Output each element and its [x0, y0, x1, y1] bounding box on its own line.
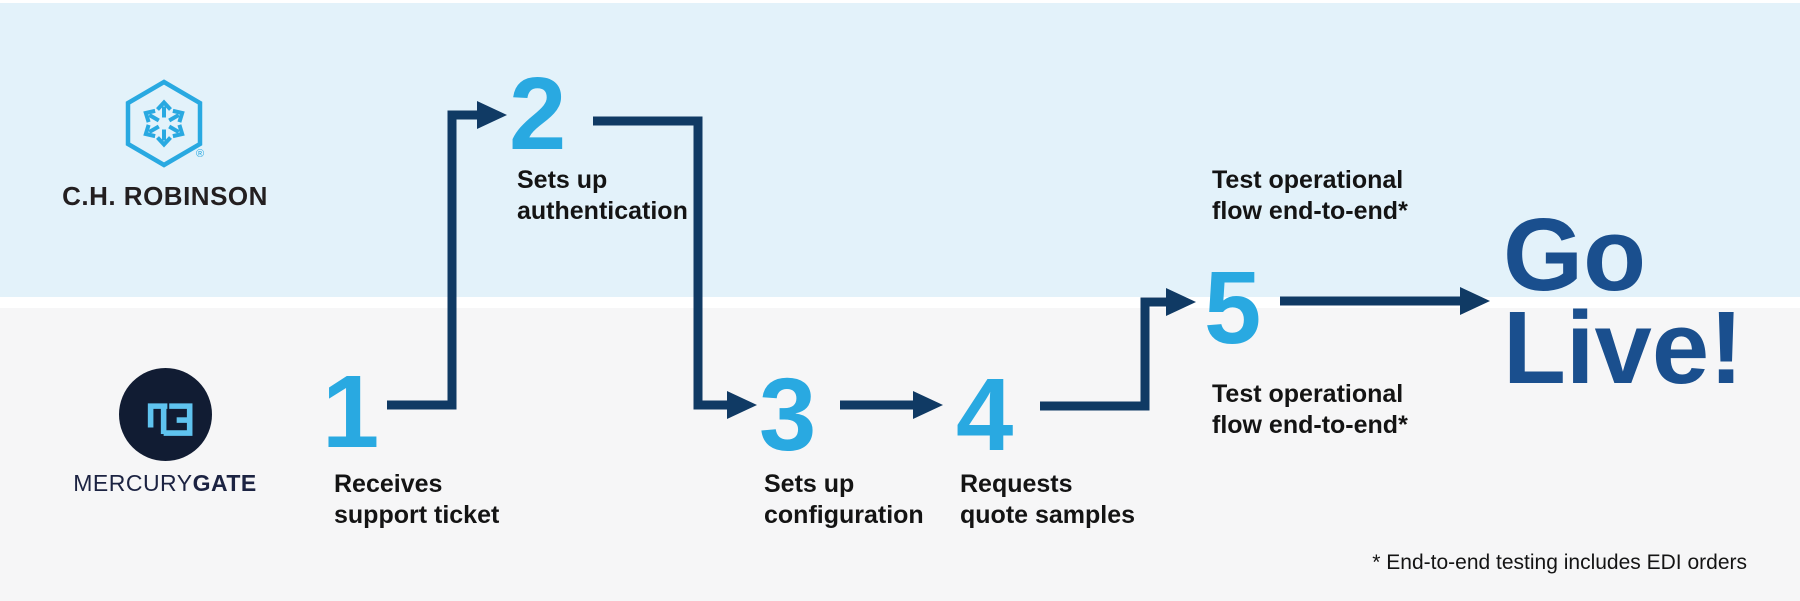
- step-5-label-below-line1: Test operational: [1212, 380, 1404, 408]
- step-5-label-above-line2: flow end-to-end*: [1212, 197, 1408, 225]
- ch-robinson-logo-icon: [125, 79, 203, 168]
- mercurygate-logo-icon: [119, 368, 212, 461]
- step-1-label: Receives support ticket: [334, 469, 499, 531]
- step-1-label-line2: support ticket: [334, 501, 500, 529]
- mercurygate-wordmark-mercury: MERCURY: [73, 470, 193, 496]
- step-1-number: 1: [322, 354, 380, 469]
- lane-divider: [0, 297, 1800, 308]
- footnote: * End-to-end testing includes EDI orders: [1372, 551, 1747, 574]
- step-4-label-line2: quote samples: [960, 501, 1136, 529]
- top-lane-background: [0, 0, 1800, 297]
- mg-monogram-icon: [147, 403, 193, 436]
- step-4-number: 4: [956, 357, 1014, 472]
- registered-trademark-symbol: ®: [196, 148, 205, 160]
- go-live-title: Go Live!: [1503, 197, 1744, 405]
- step-5-label-above-line1: Test operational: [1212, 166, 1404, 194]
- mercurygate-wordmark: MERCURYGATE: [40, 472, 290, 495]
- top-edge-strip: [0, 0, 1800, 3]
- hexagon-outline: [125, 79, 203, 168]
- go-live-line1: Go: [1503, 197, 1647, 312]
- step-5-label-below: Test operational flow end-to-end*: [1212, 379, 1408, 441]
- step-1-label-line1: Receives: [334, 470, 443, 498]
- step-4-label-line1: Requests: [960, 470, 1073, 498]
- connector-1-to-2: [387, 101, 507, 410]
- step-5-number: 5: [1204, 250, 1262, 365]
- ch-robinson-wordmark: C.H. ROBINSON: [62, 181, 268, 211]
- step-5-label-below-line2: flow end-to-end*: [1212, 411, 1408, 439]
- connector-2-to-3: [593, 116, 757, 419]
- step-3-label: Sets up configuration: [764, 469, 924, 531]
- step-2-number: 2: [509, 56, 567, 171]
- step-2-label-line2: authentication: [517, 197, 688, 225]
- connector-4-to-5: [1040, 288, 1196, 411]
- step-5-label-above: Test operational flow end-to-end*: [1212, 165, 1408, 227]
- connector-5-to-golive: [1280, 287, 1490, 315]
- step-2-label: Sets up authentication: [517, 165, 688, 227]
- step-3-label-line2: configuration: [764, 501, 924, 529]
- connector-3-to-4: [840, 391, 943, 419]
- step-2-label-line1: Sets up: [517, 166, 608, 194]
- mercurygate-wordmark-gate: GATE: [192, 470, 257, 496]
- bottom-lane-background: [0, 308, 1800, 601]
- step-3-number: 3: [759, 357, 817, 472]
- radiating-arrows-icon: [143, 99, 185, 148]
- step-4-label: Requests quote samples: [960, 469, 1135, 531]
- go-live-line2: Live!: [1503, 290, 1744, 405]
- step-3-label-line1: Sets up: [764, 470, 855, 498]
